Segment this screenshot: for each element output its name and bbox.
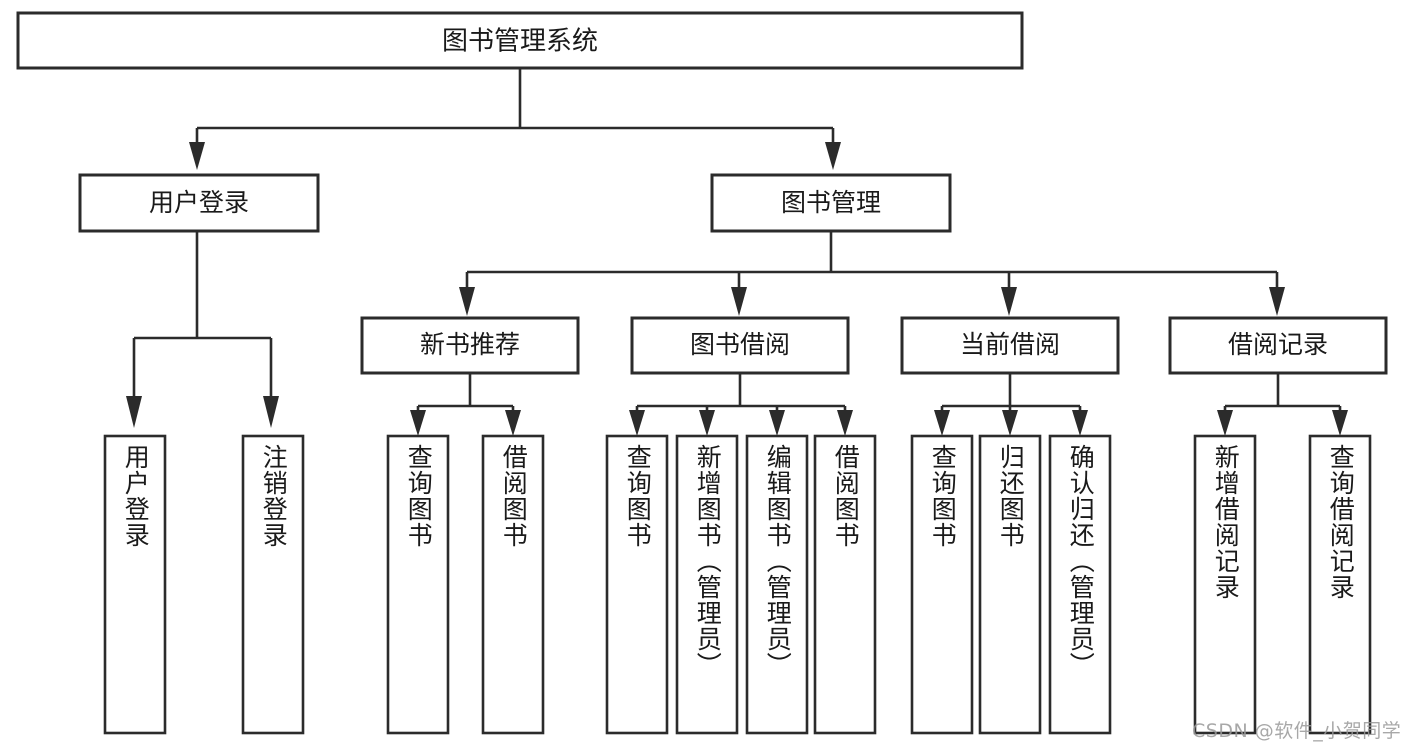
node-user-login-box[interactable] (78, 173, 320, 233)
leaf-box-new-book-0[interactable] (386, 434, 450, 735)
arrow-head-icon (459, 287, 475, 316)
node-borrow-record-label: 借阅记录 (1228, 330, 1328, 359)
node-new-book-recommend-box[interactable] (360, 316, 580, 375)
arrow-head-icon (629, 410, 645, 436)
node-current-borrow[interactable]: 当前借阅 (900, 316, 1120, 375)
leaf-box-book-borrow-3[interactable] (813, 434, 877, 735)
arrow-head-icon (1001, 287, 1017, 316)
connector-group-book-borrow (629, 373, 853, 436)
node-book-manage[interactable]: 图书管理 (710, 173, 952, 233)
arrow-head-icon (1332, 410, 1348, 436)
leaf-box-current-borrow-2[interactable] (1048, 434, 1112, 735)
connector-group-user-login (126, 231, 279, 428)
arrow-head-icon (263, 396, 279, 428)
leaf-box-group (103, 434, 1372, 735)
node-user-login[interactable]: 用户登录 (78, 173, 320, 233)
arrow-head-icon (731, 287, 747, 316)
leaf-box-borrow-record-0[interactable] (1193, 434, 1257, 735)
arrow-head-icon (1217, 410, 1233, 436)
leaf-box-borrow-record-1[interactable] (1308, 434, 1372, 735)
connector-group-current-borrow (934, 373, 1088, 436)
node-book-manage-box[interactable] (710, 173, 952, 233)
connector-group-book-manage (459, 231, 1285, 316)
arrow-head-icon (126, 396, 142, 428)
node-book-manage-label: 图书管理 (781, 188, 881, 217)
node-book-borrow[interactable]: 图书借阅 (630, 316, 850, 375)
connector-group-root (189, 68, 841, 170)
leaf-box-user-login-0[interactable] (103, 434, 167, 735)
node-new-book-recommend-label: 新书推荐 (420, 330, 520, 359)
node-user-login-label: 用户登录 (149, 188, 249, 217)
node-root-label: 图书管理系统 (442, 27, 598, 57)
arrow-head-icon (1002, 410, 1018, 436)
leaf-box-user-login-1[interactable] (241, 434, 305, 735)
node-current-borrow-box[interactable] (900, 316, 1120, 375)
leaf-box-current-borrow-0[interactable] (910, 434, 974, 735)
leaf-box-current-borrow-1[interactable] (978, 434, 1042, 735)
arrow-head-icon (837, 410, 853, 436)
arrow-head-icon (505, 410, 521, 436)
arrow-head-icon (769, 410, 785, 436)
node-current-borrow-label: 当前借阅 (960, 330, 1060, 359)
arrow-head-icon (1269, 287, 1285, 316)
leaf-box-book-borrow-1[interactable] (675, 434, 739, 735)
connector-group-new-book (410, 373, 521, 436)
connector-group-borrow-record (1217, 373, 1348, 436)
node-book-borrow-label: 图书借阅 (690, 330, 790, 359)
node-book-borrow-box[interactable] (630, 316, 850, 375)
watermark-text: CSDN @软件_小贺同学 (1192, 720, 1402, 742)
leaf-box-new-book-1[interactable] (481, 434, 545, 735)
arrow-head-icon (1072, 410, 1088, 436)
arrow-head-icon (934, 410, 950, 436)
node-borrow-record[interactable]: 借阅记录 (1168, 316, 1388, 375)
leaf-box-book-borrow-2[interactable] (745, 434, 809, 735)
arrow-head-icon (699, 410, 715, 436)
node-root-box[interactable] (16, 11, 1024, 70)
arrow-head-icon (825, 142, 841, 170)
arrow-head-icon (410, 410, 426, 436)
leaf-box-book-borrow-0[interactable] (605, 434, 669, 735)
node-borrow-record-box[interactable] (1168, 316, 1388, 375)
arrow-head-icon (189, 142, 205, 170)
node-new-book-recommend[interactable]: 新书推荐 (360, 316, 580, 375)
node-root[interactable]: 图书管理系统 (16, 11, 1024, 70)
